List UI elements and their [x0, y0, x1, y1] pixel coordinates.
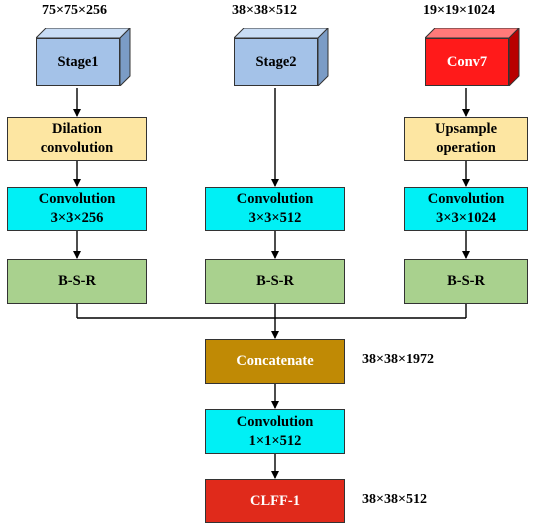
stage2-cube: Stage2	[234, 28, 330, 86]
conv7-dim-label: 19×19×1024	[423, 3, 495, 18]
output-dim-label: 38×38×512	[362, 492, 427, 507]
conv-box-col3: Convolution 3×3×1024	[404, 187, 528, 231]
final-conv-line1: Convolution	[236, 413, 314, 430]
cube-3d-icon	[36, 28, 131, 86]
final-conv-line2: 1×1×512	[248, 432, 302, 449]
stage2-dim-label: 38×38×512	[232, 3, 297, 18]
conv-box-col1: Convolution 3×3×256	[7, 187, 147, 231]
conv3-line2: 3×3×1024	[435, 210, 497, 226]
conv2-line1: Convolution	[236, 191, 314, 207]
dilation-line2: convolution	[40, 140, 114, 156]
conv7-cube: Conv7	[425, 28, 521, 86]
stage1-cube: Stage1	[36, 28, 132, 86]
final-conv-box: Convolution 1×1×512	[205, 409, 345, 454]
concatenate-box: Concatenate	[205, 339, 345, 384]
upsample-line1: Upsample	[434, 121, 498, 137]
dilation-line1: Dilation	[52, 121, 102, 137]
stage2-label: Stage2	[234, 38, 318, 86]
stage1-dim-label: 75×75×256	[42, 3, 107, 18]
conv1-line1: Convolution	[38, 191, 116, 207]
conv2-line2: 3×3×512	[248, 210, 302, 226]
conv1-line2: 3×3×256	[50, 210, 104, 226]
concatenate-dim-label: 38×38×1972	[362, 352, 434, 367]
bsr-box-col2: B-S-R	[205, 259, 345, 304]
stage1-label: Stage1	[36, 38, 120, 86]
bsr-box-col1: B-S-R	[7, 259, 147, 304]
clff-output-box: CLFF-1	[205, 479, 345, 523]
dilation-convolution-box: Dilation convolution	[7, 117, 147, 161]
conv7-label: Conv7	[425, 38, 509, 86]
conv-box-col2: Convolution 3×3×512	[205, 187, 345, 231]
upsample-line2: operation	[436, 140, 496, 156]
bsr-box-col3: B-S-R	[404, 259, 528, 304]
conv3-line1: Convolution	[427, 191, 505, 207]
upsample-operation-box: Upsample operation	[404, 117, 528, 161]
